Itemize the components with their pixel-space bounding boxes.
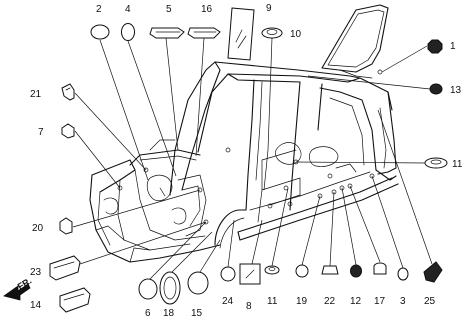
callout-2: 2 (96, 4, 102, 15)
cap-5-icon (149, 27, 185, 39)
callout-16: 16 (201, 4, 213, 15)
plug-17-icon (373, 262, 387, 275)
grommet-11a-icon (424, 157, 448, 169)
callout-5: 5 (166, 4, 172, 15)
seal-18-icon (159, 271, 181, 305)
callout-6: 6 (145, 308, 151, 319)
callout-24: 24 (222, 296, 234, 307)
plug-22-icon (321, 265, 339, 275)
plug-3-icon (397, 267, 409, 281)
clip-25-icon (423, 261, 443, 283)
callout-23: 23 (30, 267, 42, 278)
grommet-12-icon (350, 264, 362, 278)
callout-8: 8 (246, 301, 252, 312)
callout-17: 17 (374, 296, 386, 307)
sheet-9-icon (227, 7, 255, 61)
callout-4: 4 (125, 4, 131, 15)
plug-23-icon (49, 255, 81, 281)
callout-12: 12 (350, 296, 362, 307)
callout-11-right: 11 (452, 159, 463, 170)
plug-19-icon (295, 264, 309, 278)
callout-7: 7 (38, 127, 44, 138)
seal-4-icon (121, 23, 135, 41)
callout-3: 3 (400, 296, 406, 307)
plug-24-icon (220, 266, 236, 282)
callout-20: 20 (32, 223, 44, 234)
callout-14: 14 (30, 300, 42, 311)
clip-20-icon (59, 217, 73, 235)
callout-1: 1 (450, 41, 456, 52)
callout-13: 13 (450, 85, 462, 96)
grommet-1-icon (427, 39, 443, 54)
front-direction-arrow: FR. (3, 276, 33, 301)
callout-22: 22 (324, 296, 336, 307)
grommet-13-icon (429, 83, 443, 95)
tailgate-panel (321, 4, 389, 79)
callout-21: 21 (30, 89, 42, 100)
plug-14-icon (59, 287, 91, 313)
clip-21-icon (61, 83, 75, 101)
cap-16-icon (187, 27, 221, 39)
callout-9: 9 (266, 3, 272, 14)
plug-2-icon (90, 24, 110, 40)
clip-7-icon (61, 123, 75, 139)
callout-15: 15 (191, 308, 203, 319)
arrow-icon (3, 283, 31, 301)
callout-labels: 2 4 5 16 9 10 1 13 21 7 11 20 23 14 6 18… (30, 3, 463, 319)
callout-18: 18 (163, 308, 175, 319)
callout-10: 10 (290, 29, 302, 40)
seal-15-icon (187, 271, 209, 295)
callout-19: 19 (296, 296, 308, 307)
leader-lines (72, 37, 433, 280)
parts (49, 7, 448, 313)
plug-6-icon (138, 278, 158, 300)
callout-11-bottom: 11 (267, 296, 278, 307)
callout-25: 25 (424, 296, 436, 307)
car-body (89, 61, 399, 263)
